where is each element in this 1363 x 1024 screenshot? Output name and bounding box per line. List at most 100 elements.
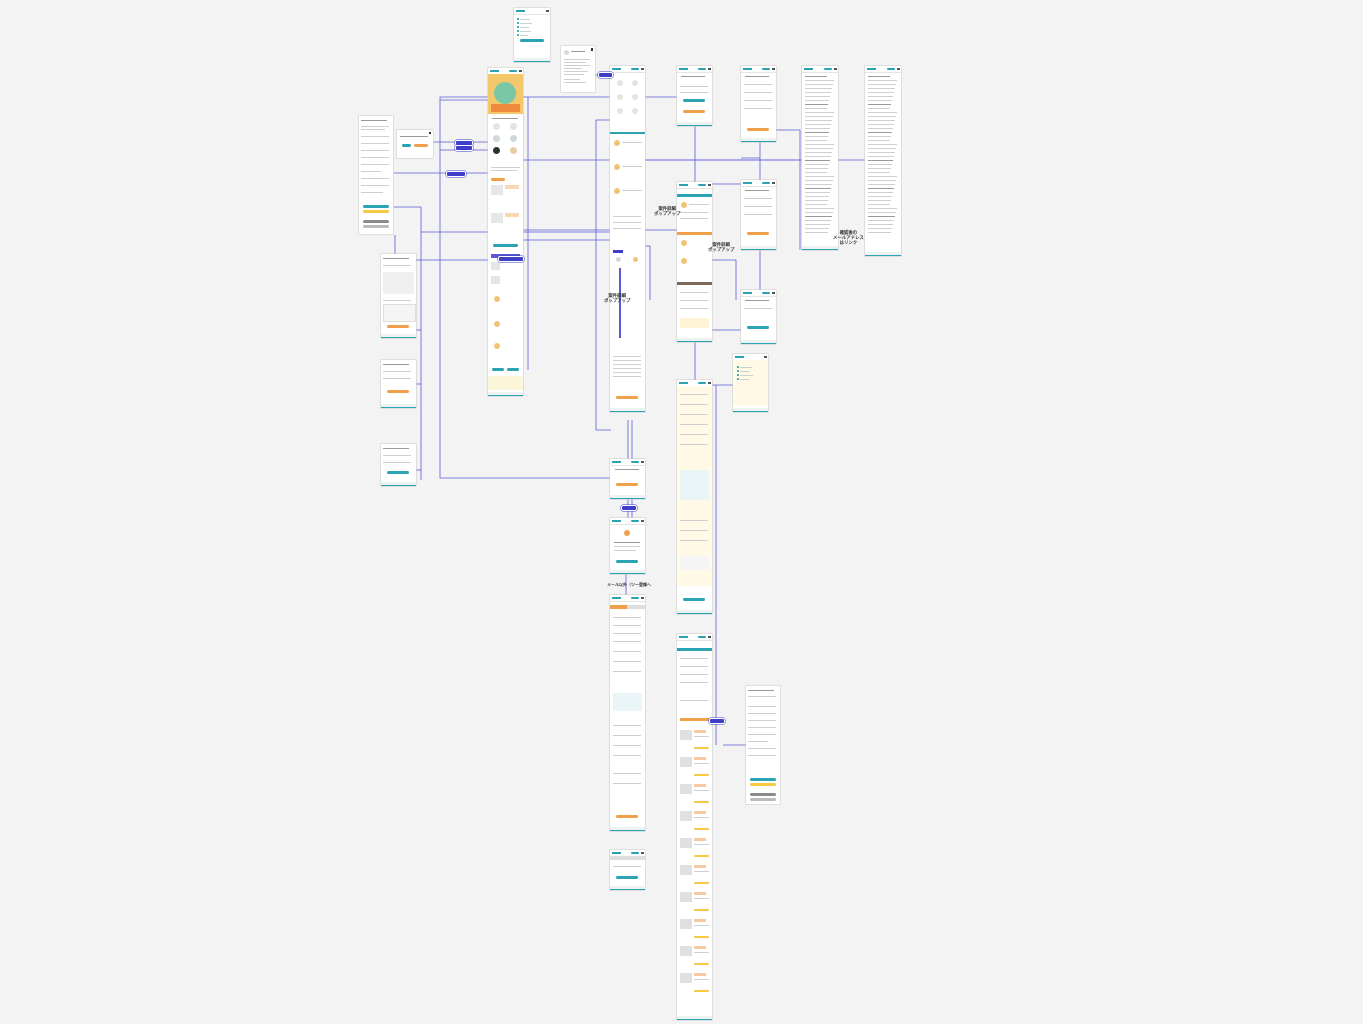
terms-text-line: [868, 76, 890, 77]
list-card-button[interactable]: [694, 990, 709, 993]
frame-col5-b[interactable]: [741, 180, 776, 250]
list-card-image: [680, 757, 692, 767]
terms-text-line: [868, 160, 893, 161]
terms-text-line: [868, 112, 897, 113]
frame-col5-c[interactable]: [741, 290, 776, 344]
frame-form-right[interactable]: [746, 686, 780, 804]
terms-text-line: [868, 164, 892, 165]
frame-col4-form[interactable]: [677, 380, 712, 614]
list-card-image: [680, 919, 692, 929]
terms-text-line: [868, 132, 892, 133]
terms-text-line: [868, 224, 893, 225]
terms-text-line: [868, 212, 896, 213]
link-pill: [598, 72, 613, 78]
terms-text-line: [868, 228, 892, 229]
terms-text-line: [868, 216, 895, 217]
frame-col5-d[interactable]: [733, 354, 768, 412]
terms-text-line: [868, 172, 890, 173]
terms-text-line: [868, 96, 893, 97]
terms-text-line: [805, 112, 834, 113]
frame-terms-b[interactable]: [865, 66, 901, 256]
link-pill: [621, 505, 637, 511]
frame-column-thanks[interactable]: [610, 518, 645, 574]
terms-text-line: [805, 216, 832, 217]
annotation-confirm-link: 確認後の メールアドレス はリンク: [833, 230, 864, 245]
frame-top-page[interactable]: [488, 68, 523, 396]
list-card-line: [694, 763, 709, 764]
list-card-button[interactable]: [694, 801, 709, 804]
list-card-line: [694, 979, 709, 980]
terms-text-line: [868, 92, 894, 93]
terms-text-line: [868, 168, 891, 169]
terms-text-line: [805, 104, 828, 105]
list-card-button[interactable]: [694, 909, 709, 912]
terms-text-line: [868, 180, 896, 181]
annotation-mail-signup: メール以外（ツー登録へ: [607, 582, 651, 587]
list-card-line: [694, 844, 709, 845]
list-card-button[interactable]: [694, 747, 709, 750]
terms-text-line: [805, 164, 829, 165]
frame-left-form-2[interactable]: [381, 254, 416, 338]
frame-column-list[interactable]: [610, 66, 645, 412]
frame-column-complete[interactable]: [610, 459, 645, 499]
terms-text-line: [805, 160, 830, 161]
frame-col5-a[interactable]: [741, 66, 776, 142]
list-card-image: [680, 838, 692, 848]
frame-terms-a[interactable]: [802, 66, 838, 250]
terms-text-line: [805, 192, 830, 193]
frame-signup-mail[interactable]: [610, 595, 645, 831]
frame-col4-top[interactable]: [677, 66, 712, 126]
frame-left-form-3[interactable]: [381, 360, 416, 408]
list-card-button[interactable]: [694, 963, 709, 966]
terms-text-line: [868, 136, 891, 137]
frame-col4-detail[interactable]: [677, 182, 712, 342]
terms-text-line: [868, 152, 895, 153]
frame-col4-long-list[interactable]: [677, 634, 712, 1020]
terms-text-line: [868, 120, 895, 121]
frame-signup-confirm[interactable]: [610, 850, 645, 890]
list-card-button[interactable]: [694, 936, 709, 939]
terms-text-line: [805, 148, 833, 149]
connector-line: [712, 259, 737, 300]
terms-text-line: [805, 180, 833, 181]
list-card-button[interactable]: [694, 855, 709, 858]
list-card-button[interactable]: [694, 882, 709, 885]
frame-dialog[interactable]: [397, 130, 433, 158]
terms-text-line: [868, 108, 890, 109]
terms-text-line: [868, 104, 891, 105]
frame-profile[interactable]: [561, 46, 595, 92]
terms-text-line: [805, 96, 830, 97]
terms-text-line: [805, 120, 832, 121]
terms-text-line: [805, 140, 827, 141]
list-card-line: [694, 817, 709, 818]
annotation-popup-a: 案件詳細 ポップアップ: [654, 206, 681, 216]
list-card-image: [680, 865, 692, 875]
terms-text-line: [868, 88, 895, 89]
list-card-button[interactable]: [694, 828, 709, 831]
frame-menu[interactable]: [514, 8, 550, 62]
list-card-tag: [694, 757, 706, 760]
terms-text-line: [805, 204, 827, 205]
terms-text-line: [868, 140, 890, 141]
terms-text-line: [868, 144, 897, 145]
terms-text-line: [805, 84, 833, 85]
link-pill: [446, 171, 466, 177]
connector-line: [645, 245, 651, 300]
terms-text-line: [805, 136, 828, 137]
terms-text-line: [868, 116, 896, 117]
connector-line: [776, 129, 801, 250]
terms-text-line: [805, 132, 829, 133]
terms-text-line: [805, 176, 834, 177]
connector-line: [595, 119, 611, 431]
list-card-button[interactable]: [694, 774, 709, 777]
terms-text-line: [805, 100, 829, 101]
list-card-image: [680, 811, 692, 821]
frame-left-form-4[interactable]: [381, 444, 416, 486]
list-card-tag: [694, 973, 706, 976]
terms-text-line: [868, 208, 897, 209]
frame-form-left[interactable]: [359, 116, 393, 234]
terms-text-line: [805, 152, 832, 153]
link-pill: [455, 145, 473, 151]
terms-text-line: [868, 188, 894, 189]
